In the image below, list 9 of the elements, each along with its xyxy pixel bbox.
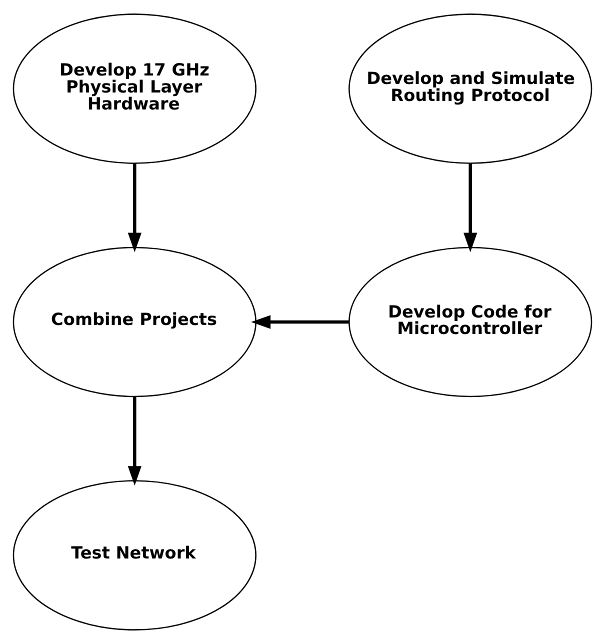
node-ellipse: Combine Projects — [12, 246, 256, 397]
node-ellipse: Develop Code for Microcontroller — [348, 246, 592, 397]
arrow — [128, 396, 142, 486]
arrow — [128, 163, 142, 252]
node-ellipse: Test Network — [12, 480, 256, 630]
arrow — [251, 314, 349, 328]
arrow — [464, 163, 478, 252]
node-ellipse: Develop and Simulate Routing Protocol — [348, 13, 592, 164]
node-ellipse: Develop 17 GHz Physical Layer Hardware — [12, 13, 256, 164]
